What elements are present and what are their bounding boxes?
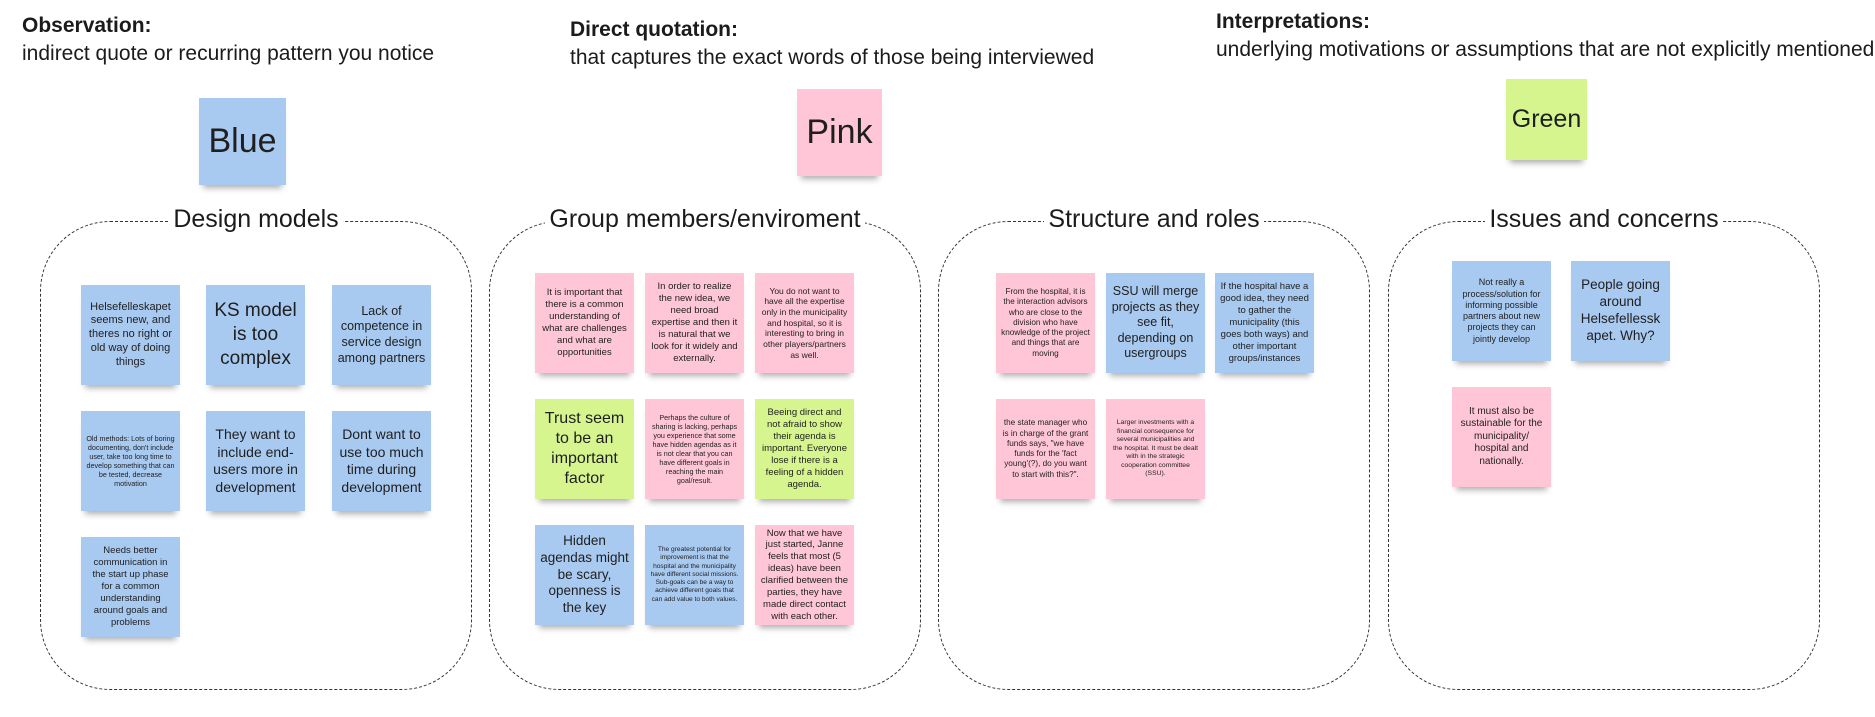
sticky-note[interactable]: Dont want to use too much time during de… xyxy=(332,411,431,511)
sticky-note[interactable]: Helsefelleskapet seems new, and theres n… xyxy=(81,285,180,385)
sticky-note[interactable]: You do not want to have all the expertis… xyxy=(755,273,854,373)
key-note-blue[interactable]: Blue xyxy=(199,98,286,185)
group-members-environment: Group members/enviroment xyxy=(489,205,921,690)
group-title: Issues and concerns xyxy=(1389,204,1819,234)
legend-quotation-desc: that captures the exact words of those b… xyxy=(570,46,1095,69)
key-note-green-label: Green xyxy=(1511,104,1582,133)
legend-interpretation: Interpretations: underlying motivations … xyxy=(1216,8,1875,64)
sticky-note[interactable]: People going around Helsefellessk apet. … xyxy=(1571,261,1670,361)
group-title: Structure and roles xyxy=(939,204,1369,234)
sticky-note[interactable]: Now that we have just started, Janne fee… xyxy=(755,525,854,625)
sticky-note[interactable]: If the hospital have a good idea, they n… xyxy=(1215,273,1314,373)
sticky-note[interactable]: Needs better communication in the start … xyxy=(81,537,180,637)
legend-observation-desc: indirect quote or recurring pattern you … xyxy=(22,42,435,65)
sticky-note[interactable]: It is important that there is a common u… xyxy=(535,273,634,373)
group-structure-roles: Structure and roles xyxy=(938,205,1370,690)
sticky-note[interactable]: The greatest potential for improvement i… xyxy=(645,525,744,625)
key-note-pink-label: Pink xyxy=(806,113,873,152)
group-title: Group members/enviroment xyxy=(490,204,920,234)
sticky-note[interactable]: the state manager who is in charge of th… xyxy=(996,399,1095,499)
sticky-note[interactable]: Not really a process/solution for inform… xyxy=(1452,261,1551,361)
legend-interpretation-desc: underlying motivations or assumptions th… xyxy=(1216,38,1875,61)
sticky-note[interactable]: It must also be sustainable for the muni… xyxy=(1452,387,1551,487)
sticky-note[interactable]: KS model is too complex xyxy=(206,285,305,385)
sticky-note[interactable]: Hidden agendas might be scary, openness … xyxy=(535,525,634,625)
sticky-note[interactable]: Larger investments with a financial cons… xyxy=(1106,399,1205,499)
key-note-green[interactable]: Green xyxy=(1506,79,1587,160)
sticky-note[interactable]: Beeing direct and not afraid to show the… xyxy=(755,399,854,499)
legend-quotation-title: Direct quotation: xyxy=(570,18,738,41)
group-issues-concerns: Issues and concerns xyxy=(1388,205,1820,690)
sticky-note[interactable]: SSU will merge projects as they see fit,… xyxy=(1106,273,1205,373)
key-note-blue-label: Blue xyxy=(208,122,277,161)
sticky-note[interactable]: From the hospital, it is the interaction… xyxy=(996,273,1095,373)
sticky-note[interactable]: Perhaps the culture of sharing is lackin… xyxy=(645,399,744,499)
legend-quotation: Direct quotation: that captures the exac… xyxy=(570,16,1094,72)
group-title: Design models xyxy=(41,204,471,234)
group-design-models: Design models xyxy=(40,205,472,690)
key-note-pink[interactable]: Pink xyxy=(797,89,882,176)
legend-interpretation-title: Interpretations: xyxy=(1216,10,1371,33)
sticky-note[interactable]: In order to realize the new idea, we nee… xyxy=(645,273,744,373)
sticky-note[interactable]: They want to include end-users more in d… xyxy=(206,411,305,511)
legend-observation-title: Observation: xyxy=(22,14,152,37)
sticky-note[interactable]: Trust seem to be an important factor xyxy=(535,399,634,499)
sticky-note[interactable]: Old methods: Lots of boring documenting,… xyxy=(81,411,180,511)
sticky-note[interactable]: Lack of competence in service design amo… xyxy=(332,285,431,385)
legend-observation: Observation: indirect quote or recurring… xyxy=(22,12,434,68)
